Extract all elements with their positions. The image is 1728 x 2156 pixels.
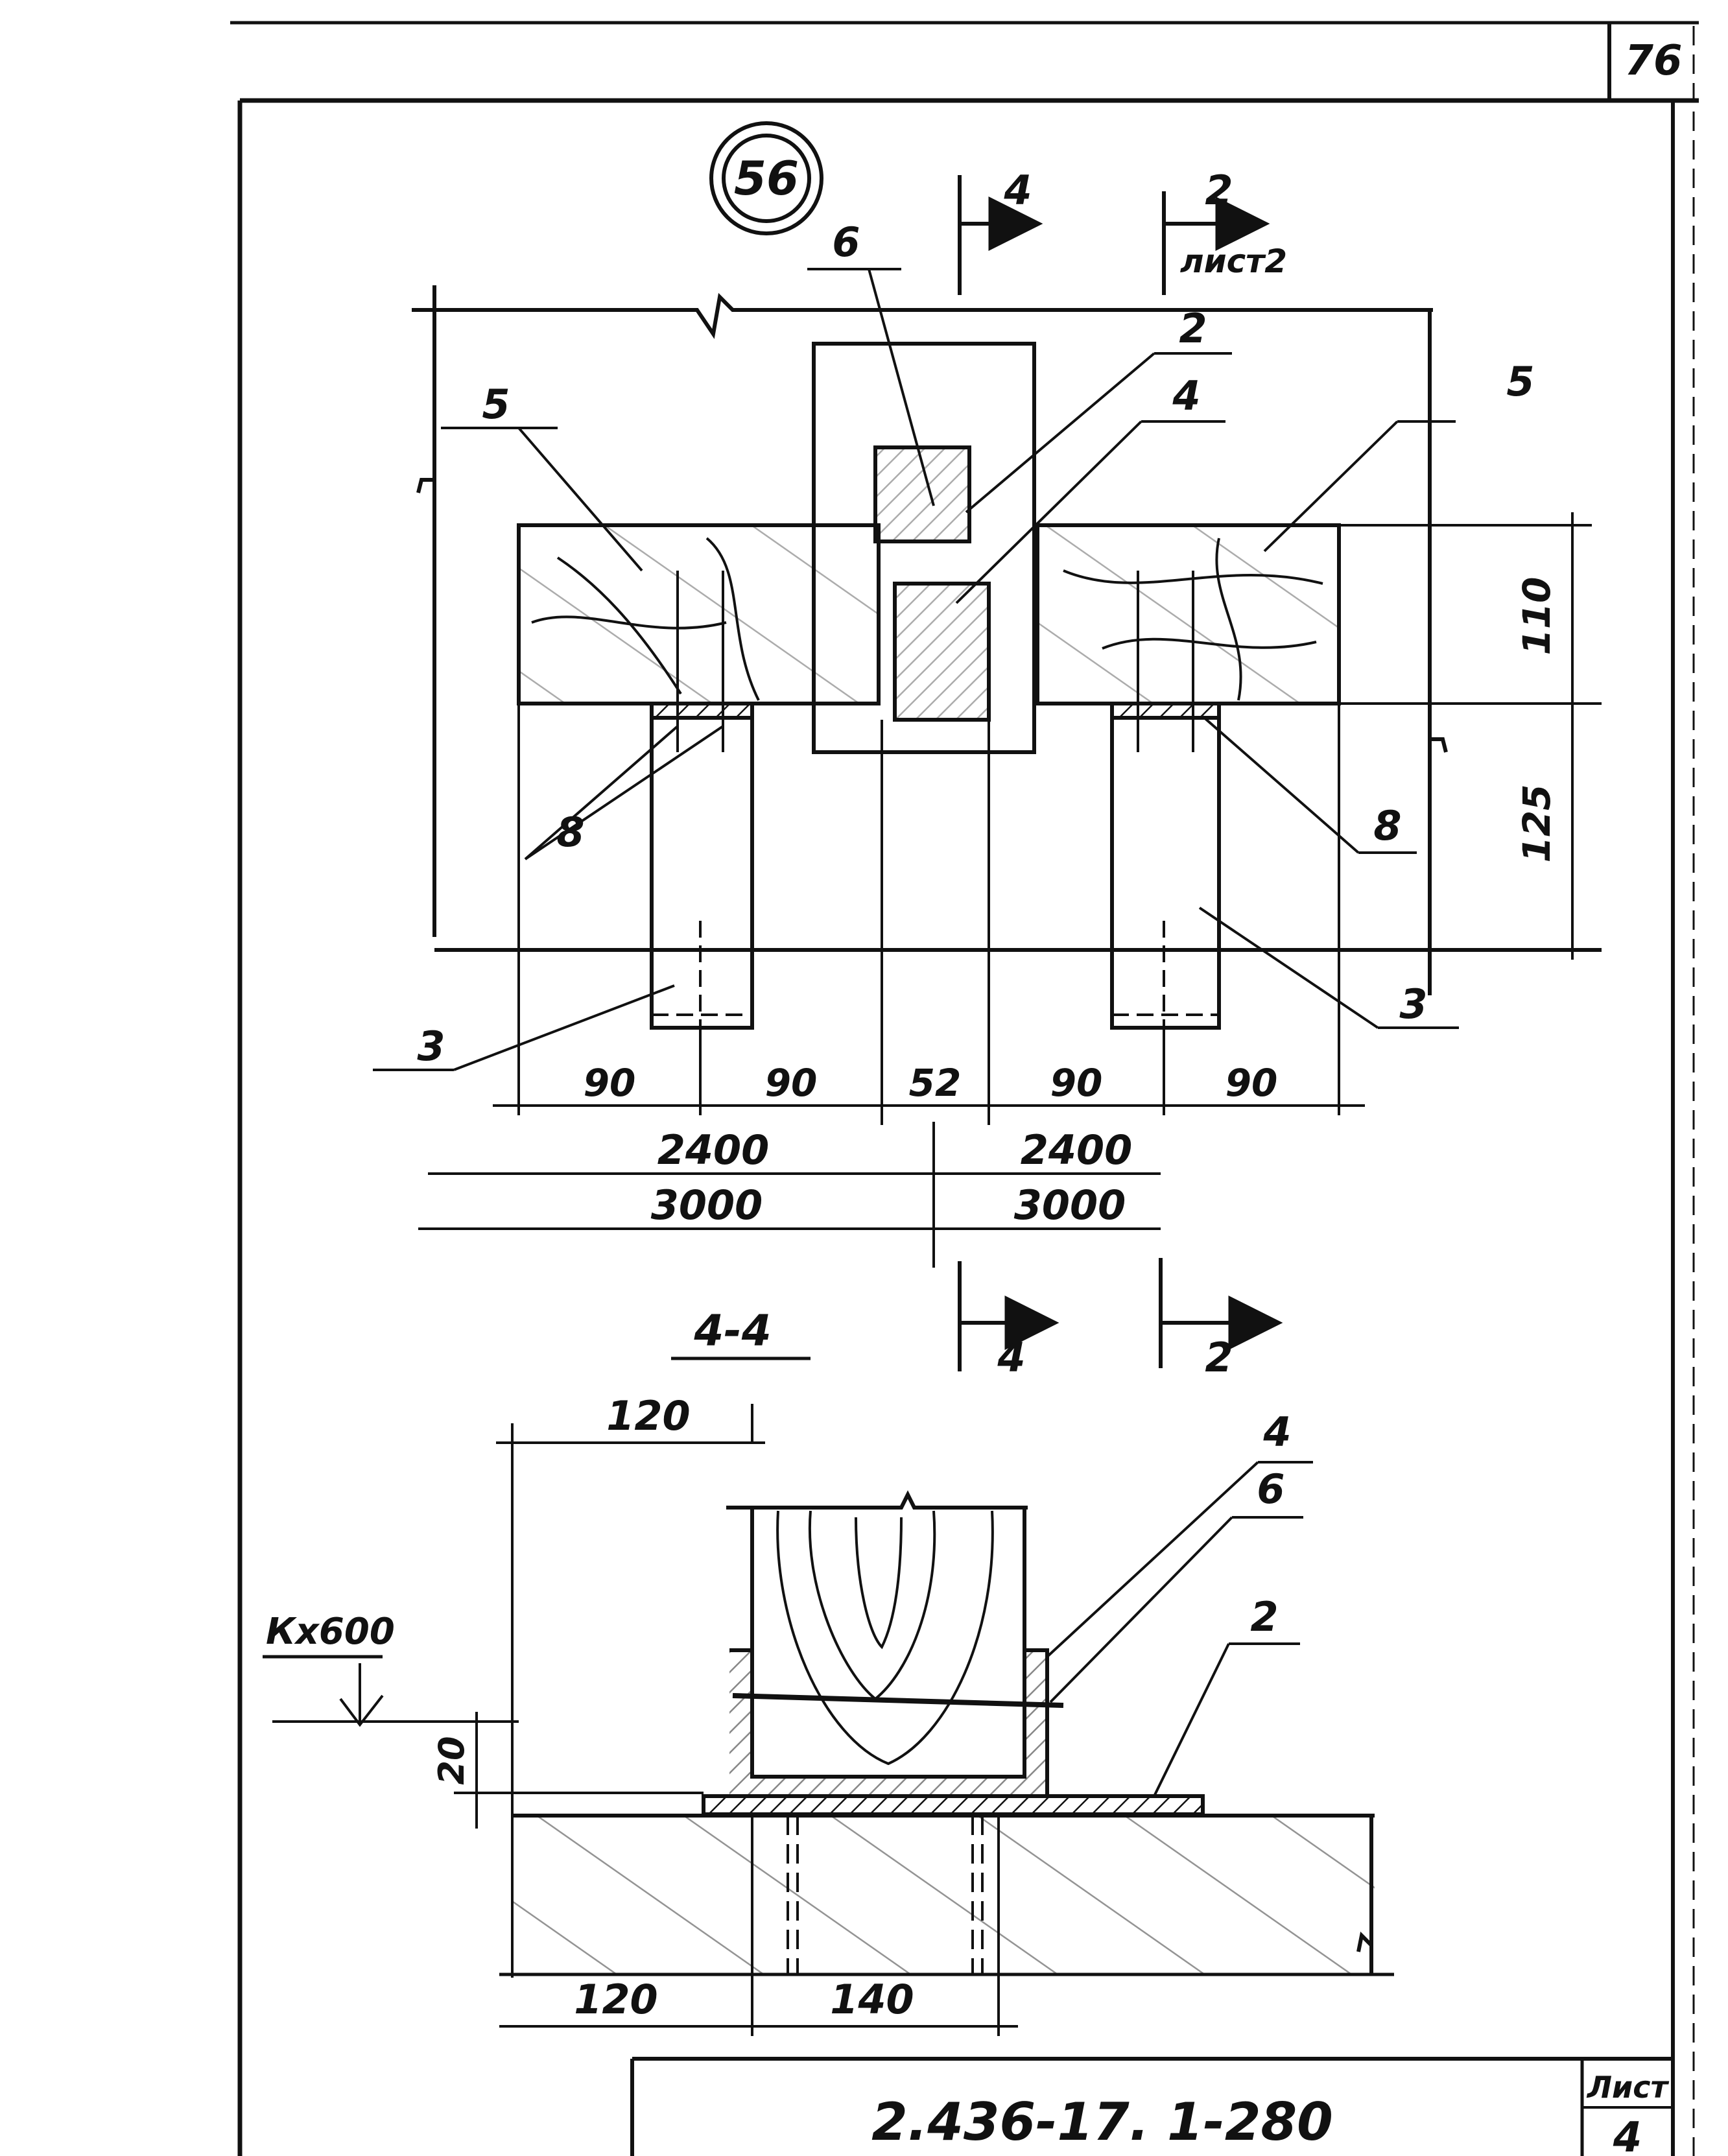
plan-view [373,175,1602,1268]
callout-pad-left: 8 [556,809,584,856]
dim-bottom-3: 52 [909,1061,962,1105]
callout-post-left: 3 [417,1023,445,1070]
section-mark-2-ref: лист2 [1180,243,1287,280]
sheet-frame [230,21,1699,2156]
callout-plate: 2 [1179,305,1207,352]
dim-bottom-4: 90 [1050,1061,1103,1105]
span-row1-right: 2400 [1021,1126,1133,1174]
callout-angle: 4 [1172,372,1200,420]
level-mark: Кх600 [266,1611,395,1653]
detail-marker [709,121,823,235]
dim-bottom-1: 90 [584,1061,636,1105]
dim-top-120: 120 [606,1392,690,1439]
dim-bottom-5: 90 [1225,1061,1278,1105]
callout-top-center: 6 [832,219,860,266]
section-view [263,1258,1394,2036]
dim-bottom-120: 120 [574,1976,657,2023]
section-callout-plate: 2 [1250,1593,1278,1641]
dim-right-125: 125 [1515,784,1559,862]
section-mark-2: 2 [1205,167,1233,214]
callout-pad-right: 8 [1373,802,1401,849]
dim-right-110: 110 [1515,576,1559,655]
section-mark-b: 2 [1205,1334,1233,1381]
document-code: 2.436-17. 1-280 [871,2092,1333,2152]
section-mark-4: 4 [1003,167,1032,214]
dim-left-20: 20 [431,1736,472,1784]
span-row1-left: 2400 [657,1126,770,1174]
page-number: 76 [1624,37,1682,85]
callout-post-right: 3 [1399,980,1427,1028]
sheet-value: 4 [1613,2114,1642,2156]
span-row2-right: 3000 [1014,1181,1126,1229]
section-callout-angle: 4 [1262,1408,1291,1456]
callout-beam-right: 5 [1506,358,1534,405]
span-row2-left: 3000 [651,1181,763,1229]
callout-beam-left: 5 [482,381,510,428]
section-mark-a: 4 [997,1334,1025,1381]
dim-bottom-2: 90 [765,1061,818,1105]
detail-marker-number: 56 [734,151,799,206]
section-callout-bolt: 6 [1257,1465,1284,1513]
dim-bottom-140: 140 [830,1976,914,2023]
sheet-label: Лист [1586,2070,1670,2105]
section-title: 4-4 [693,1306,771,1356]
